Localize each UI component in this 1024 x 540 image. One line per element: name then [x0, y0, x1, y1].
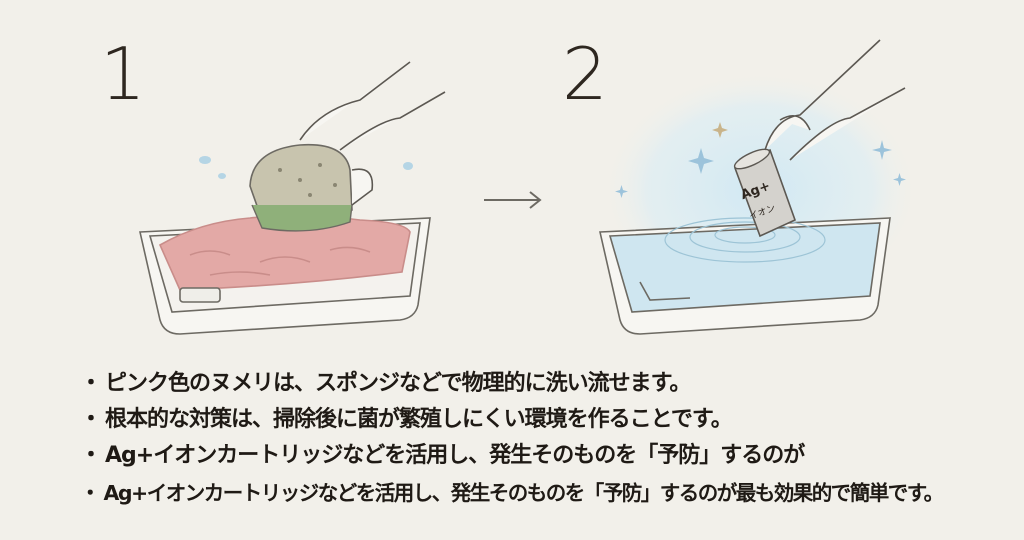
step-number-1: 1: [100, 32, 146, 116]
hand-icon: [764, 39, 906, 161]
tray-with-water: [599, 217, 891, 335]
bullet-item: ・根本的な対策は、掃除後に菌が繁殖しにくい環境を作ることです。: [80, 402, 943, 438]
bullet-text: 根本的な対策は、掃除後に菌が繁殖しにくい環境を作ることです。: [105, 406, 733, 432]
sparkle-icons: [615, 122, 906, 198]
bullet-mark: ・: [80, 406, 103, 432]
arrow-icon: [484, 191, 542, 209]
tray-with-slime: [139, 214, 431, 335]
hand-icon: [299, 61, 446, 206]
bullet-mark: ・: [80, 370, 103, 396]
bullet-text: Ag+イオンカートリッジなどを活用し、発生そのものを「予防」するのが最も効果的で…: [103, 480, 945, 505]
bullet-mark: ・: [80, 480, 101, 505]
bullet-text: ピンク色のヌメリは、スポンジなどで物理的に洗い流せます。: [105, 370, 691, 396]
bullet-item: ・Ag+イオンカートリッジなどを活用し、発生そのものを「予防」するのが最も効果的…: [80, 474, 945, 512]
bullet-list: ・ピンク色のヌメリは、スポンジなどで物理的に洗い流せます。 ・根本的な対策は、掃…: [80, 366, 945, 512]
bullet-item: ・ピンク色のヌメリは、スポンジなどで物理的に洗い流せます。: [80, 366, 943, 402]
step-number-2: 2: [562, 32, 608, 116]
bullet-item: ・Ag+イオンカートリッジなどを活用し、発生そのものを「予防」するのが: [80, 438, 943, 474]
sponge-icon: [249, 143, 353, 232]
bullet-mark: ・: [80, 442, 103, 468]
ag-ion-cartridge: Ag+ イオン: [733, 148, 797, 238]
bullet-text: Ag+イオンカートリッジなどを活用し、発生そのものを「予防」するのが: [105, 442, 805, 468]
water-droplets-icon: [199, 156, 413, 179]
